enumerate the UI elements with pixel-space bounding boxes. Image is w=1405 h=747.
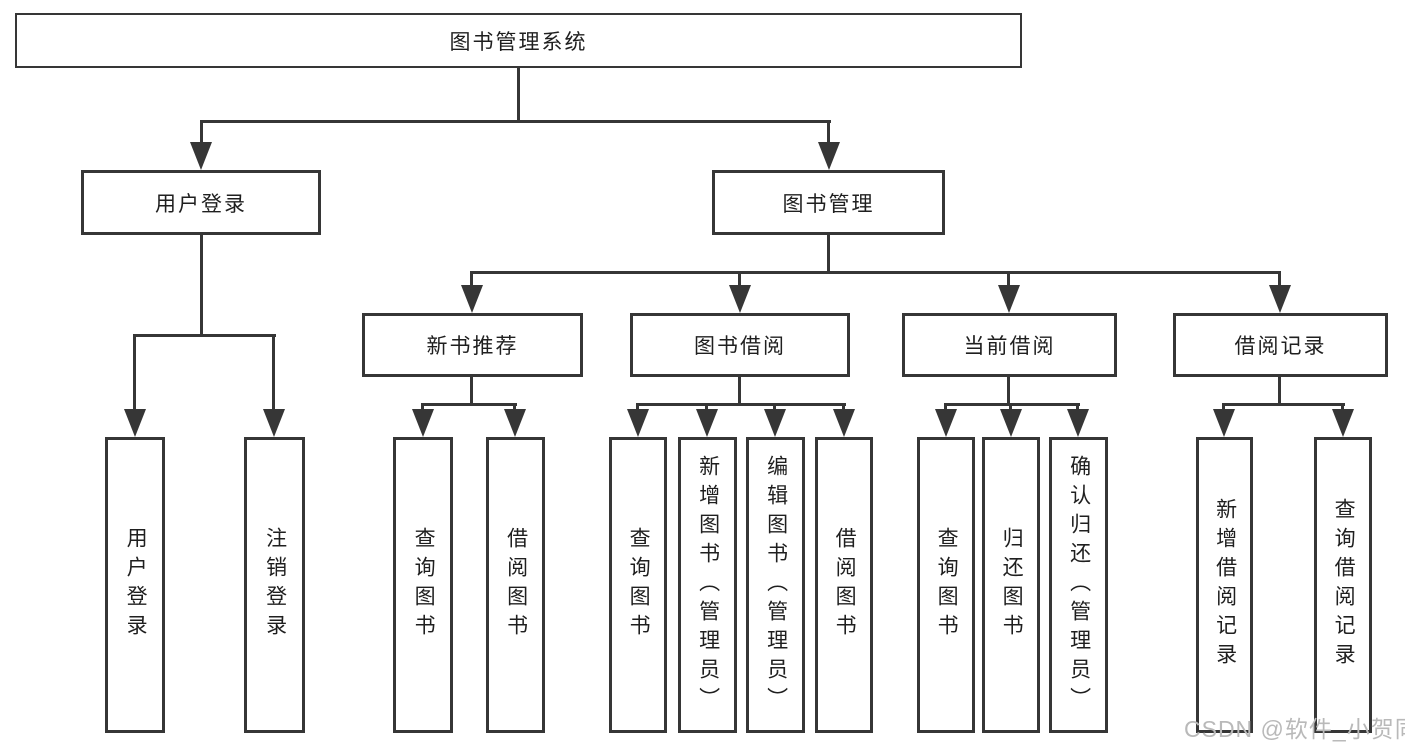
node-label: 用户登录 (155, 192, 247, 216)
connector-line (738, 377, 741, 406)
connector-line (1076, 403, 1079, 413)
arrow-down (1269, 285, 1291, 313)
arrow-down (696, 409, 718, 437)
leaf-borrow-books-recommend: 借阅图书 (486, 437, 545, 733)
connector-line (636, 403, 846, 406)
connector-line (1007, 377, 1010, 406)
leaf-query-books-borrowing: 查询图书 (609, 437, 667, 733)
connector-line (470, 271, 473, 289)
node-book-borrowing: 图书借阅 (630, 313, 850, 377)
arrow-down (504, 409, 526, 437)
node-label: 新书推荐 (426, 335, 519, 358)
arrow-down (1067, 409, 1089, 437)
node-library-management-system: 图书管理系统 (15, 13, 1022, 68)
leaf-query-books-current: 查询图书 (917, 437, 975, 733)
arrow-down (935, 409, 957, 437)
connector-line (705, 403, 708, 413)
arrow-down (764, 409, 786, 437)
arrow-down (1000, 409, 1022, 437)
connector-line (944, 403, 947, 413)
connector-line (842, 403, 845, 413)
connector-line (636, 403, 639, 413)
node-book-management: 图书管理 (712, 170, 945, 235)
connector-line (200, 120, 831, 123)
arrow-down (729, 285, 751, 313)
leaf-label: 借阅图书 (504, 527, 528, 643)
leaf-add-borrow-record: 新增借阅记录 (1196, 437, 1253, 733)
connector-line (827, 234, 830, 274)
arrow-down (263, 409, 285, 437)
node-label: 图书管理系统 (449, 30, 588, 54)
arrow-down (412, 409, 434, 437)
leaf-query-books-recommend: 查询图书 (393, 437, 453, 733)
leaf-label: 查询图书 (627, 527, 651, 643)
leaf-label: 查询图书 (935, 527, 959, 643)
connector-line (1278, 377, 1281, 406)
node-label: 图书管理 (782, 192, 875, 216)
connector-line (421, 403, 424, 413)
leaf-label: 注销登录 (263, 527, 287, 643)
arrow-down (818, 142, 840, 170)
node-new-book-recommendation: 新书推荐 (362, 313, 583, 377)
arrow-down (833, 409, 855, 437)
leaf-edit-book-admin: 编辑图书（管理员） (746, 437, 805, 733)
connector-line (470, 271, 1281, 274)
arrow-down (1332, 409, 1354, 437)
connector-line (827, 120, 830, 146)
arrow-down (190, 142, 212, 170)
leaf-return-book: 归还图书 (982, 437, 1040, 733)
node-label: 图书借阅 (694, 335, 786, 358)
leaf-label: 编辑图书（管理员） (764, 454, 788, 716)
leaf-label: 用户登录 (124, 527, 148, 643)
connector-line (421, 403, 517, 406)
leaf-query-borrow-record: 查询借阅记录 (1314, 437, 1372, 733)
leaf-logout: 注销登录 (244, 437, 305, 733)
connector-line (133, 334, 136, 411)
node-borrowing-records: 借阅记录 (1173, 313, 1388, 377)
node-user-login: 用户登录 (81, 170, 321, 235)
connector-line (1222, 403, 1345, 406)
arrow-down (1213, 409, 1235, 437)
connector-line (738, 271, 741, 289)
arrow-down (998, 285, 1020, 313)
arrow-down (461, 285, 483, 313)
leaf-confirm-return-admin: 确认归还（管理员） (1049, 437, 1108, 733)
connector-line (1341, 403, 1344, 413)
leaf-label: 新增图书（管理员） (696, 454, 720, 716)
connector-line (1007, 271, 1010, 289)
connector-line (133, 334, 276, 337)
leaf-borrow-books-borrowing: 借阅图书 (815, 437, 873, 733)
connector-line (200, 234, 203, 337)
arrow-down (124, 409, 146, 437)
connector-line (944, 403, 1080, 406)
connector-line (513, 403, 516, 413)
leaf-label: 查询借阅记录 (1332, 498, 1356, 672)
connector-line (1222, 403, 1225, 413)
leaf-label: 借阅图书 (833, 527, 857, 643)
arrow-down (627, 409, 649, 437)
leaf-label: 归还图书 (1000, 527, 1024, 643)
connector-line (1009, 403, 1012, 413)
node-current-borrowing: 当前借阅 (902, 313, 1117, 377)
leaf-label: 确认归还（管理员） (1067, 454, 1091, 716)
connector-line (1278, 271, 1281, 289)
leaf-label: 新增借阅记录 (1213, 498, 1237, 672)
node-label: 当前借阅 (963, 335, 1056, 358)
watermark: CSDN @软件_小贺同学 (1184, 716, 1405, 742)
leaf-add-book-admin: 新增图书（管理员） (678, 437, 737, 733)
connector-line (470, 377, 473, 406)
connector-line (517, 66, 520, 120)
leaf-label: 查询图书 (412, 527, 436, 643)
connector-line (200, 120, 203, 146)
connector-line (272, 334, 275, 411)
connector-line (773, 403, 776, 413)
leaf-user-login: 用户登录 (105, 437, 165, 733)
node-label: 借阅记录 (1234, 335, 1327, 358)
